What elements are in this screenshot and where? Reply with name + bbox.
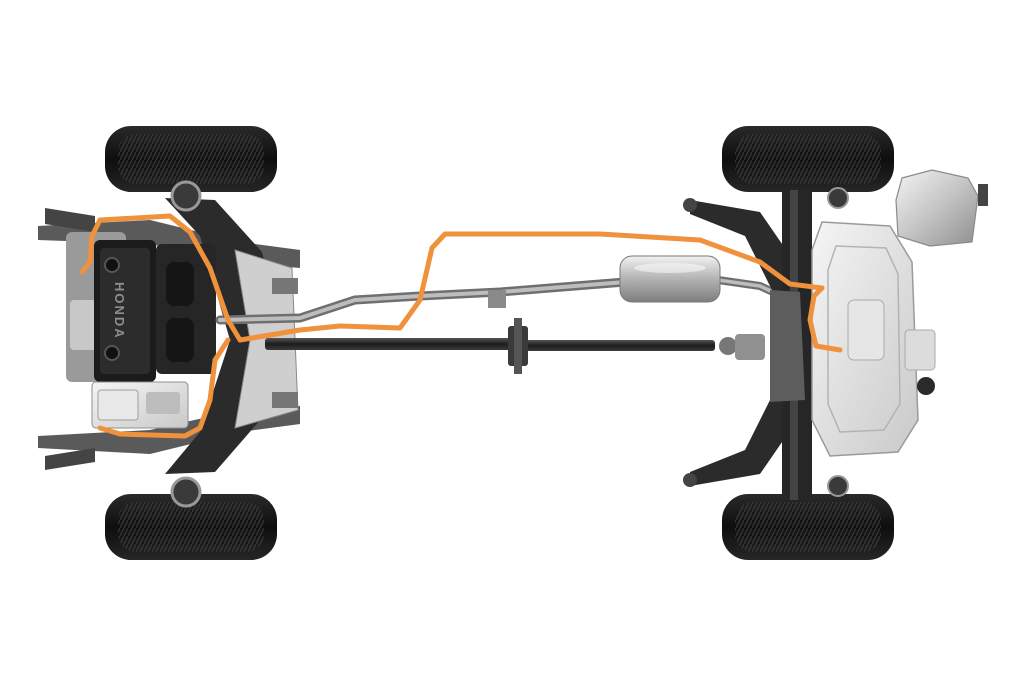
- engine-block: [66, 232, 216, 429]
- rear-left-tire: [722, 126, 894, 192]
- front-left-tire: [105, 126, 277, 192]
- driveshaft: [265, 318, 765, 374]
- rear-subframe: [683, 187, 849, 500]
- fuel-tank: [895, 169, 988, 247]
- muffler: [619, 255, 721, 303]
- engine-brand-text: HONDA: [112, 282, 127, 340]
- hv-cable: [79, 213, 843, 439]
- battery-pack: [811, 221, 936, 457]
- rear-right-tire: [722, 494, 894, 560]
- front-right-tire: [105, 494, 277, 560]
